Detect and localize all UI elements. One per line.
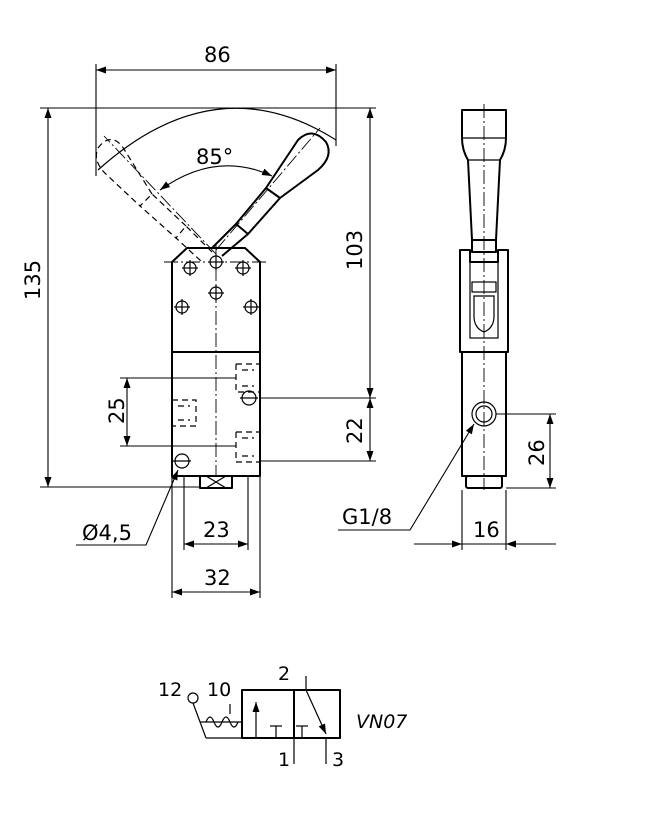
dim-25-label: 25 [105,397,129,424]
dim-diameter-leader [76,469,179,546]
hidden-ports [172,363,260,463]
symbol-port-1: 1 [278,749,290,771]
side-port-inner [475,405,493,423]
dim-thread-label: G1/8 [342,505,392,529]
dim-32-label: 32 [204,566,231,590]
valve-symbol: 12 10 2 1 3 VN07 [158,663,407,771]
angle-inner-arc [159,165,273,191]
symbol-port-3: 3 [332,749,344,771]
symbol-box-right [293,689,341,739]
dim-23-label: 23 [203,518,230,542]
lever-stem [192,702,207,739]
symbol-box-left [241,689,295,739]
lever-right [211,127,330,257]
detent-symbol [205,716,239,728]
dim-22-label: 22 [343,417,367,444]
base-cross-2 [205,475,227,489]
side-base [465,475,503,489]
dim-26-label: 26 [525,439,549,466]
symbol-port-10: 10 [207,679,231,701]
symbol-model: VN07 [356,711,407,733]
angle-label: 85° [196,145,233,169]
dim-thread-leader [338,423,475,531]
side-view: G1/8 16 26 [338,104,556,550]
plate-holes [174,254,259,315]
dim-diameter-label: Ø4,5 [82,521,132,545]
front-view: 85° 86 135 103 22 25 Ø4,5 23 [21,43,376,598]
dim-135-label: 135 [21,260,45,300]
symbol-port-12: 12 [158,679,182,701]
symbol-port-2: 2 [278,663,290,685]
angle-outer-arc [97,107,337,171]
front-base-stub [199,475,233,489]
dim-16-label: 16 [473,518,500,542]
lever-left-phantom [95,135,217,263]
side-neck [471,239,497,253]
dim-103-label: 103 [343,230,367,270]
dim-86-label: 86 [204,43,231,67]
lever-knob [187,692,199,704]
